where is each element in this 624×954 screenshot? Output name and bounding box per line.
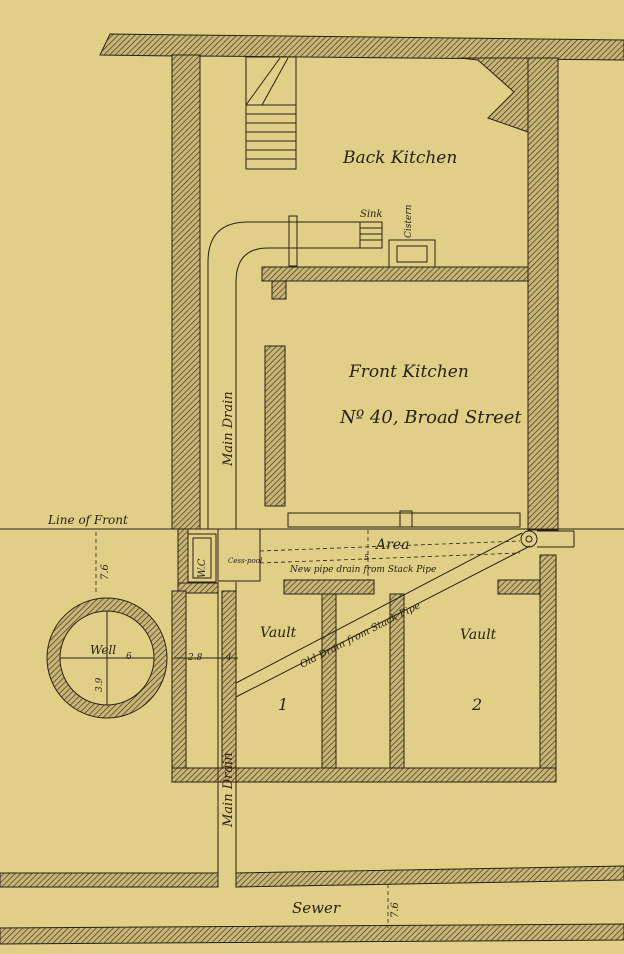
cistern (388, 239, 436, 268)
sewer-lower-wall (0, 923, 624, 945)
cesspool-label: Cess-pool (228, 557, 262, 565)
window-mullion (399, 510, 413, 528)
vault-top-wall-right (497, 579, 543, 595)
wc-closet (187, 533, 217, 583)
vault-left-label: Vault (260, 625, 297, 641)
wc-block-left (177, 528, 189, 592)
main-drain-pipe (207, 215, 360, 886)
vault-left-outer-wall (171, 590, 187, 782)
new-pipe-drain-label: New pipe drain from Stack Pipe (289, 565, 436, 575)
vault-bottom-wall (171, 767, 557, 783)
sewer-depth-dimension: 7.6 (390, 901, 401, 918)
staircase (245, 56, 297, 170)
front-kitchen-left-wall (264, 345, 286, 507)
chimney-breast (459, 57, 529, 133)
vault-divider-1 (321, 593, 337, 775)
area-span-dimension: 5 (364, 553, 369, 562)
wc-label: W.C (197, 558, 208, 578)
partition-pier (271, 280, 287, 300)
well-width-dimension: 6 (126, 652, 132, 662)
vault-1-number: 1 (278, 695, 288, 714)
sewer-label: Sewer (292, 899, 341, 917)
sewer-upper-wall-left (0, 872, 219, 888)
old-drain-pipe (235, 532, 531, 698)
vault-2-number: 2 (471, 695, 482, 714)
address-label: Nº 40, Broad Street (339, 407, 522, 428)
main-drain-upper-label: Main Drain (221, 391, 236, 467)
vault-right-wall (539, 554, 557, 782)
line-of-front-label: Line of Front (47, 513, 128, 527)
passage-left-dimension: 2.8 (187, 653, 203, 663)
front-depth-dimension: 7.6 (100, 563, 111, 580)
kitchen-partition-wall (261, 266, 529, 282)
well (46, 597, 168, 719)
new-pipe-drain (259, 540, 521, 564)
sink (359, 221, 383, 249)
passage-right-dimension: 4 (225, 653, 232, 663)
area-label: Area (374, 537, 409, 553)
right-outer-wall (527, 57, 559, 531)
left-outer-wall (171, 54, 201, 530)
front-kitchen-label: Front Kitchen (348, 362, 469, 382)
vault-top-wall-left (283, 579, 375, 595)
well-depth-dimension: 3.9 (95, 677, 105, 692)
sink-label: Sink (360, 209, 383, 220)
cistern-label: Cistern (404, 204, 414, 238)
well-label: Well (90, 643, 116, 657)
building-walls (0, 33, 624, 945)
back-kitchen-label: Back Kitchen (342, 148, 457, 168)
vault-right-label: Vault (460, 627, 497, 643)
main-drain-lower-label: Main Drain (221, 752, 236, 828)
